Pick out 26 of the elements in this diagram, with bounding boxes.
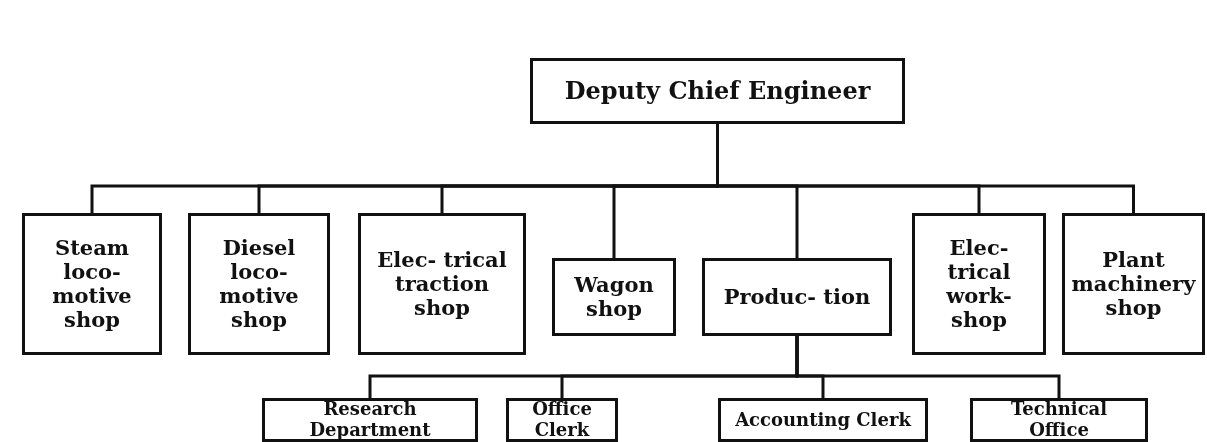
box-label: Diesel loco- motive shop — [218, 235, 300, 333]
org-box — [188, 213, 330, 355]
org-box — [358, 213, 526, 355]
box-label: Steam loco- motive shop — [51, 235, 133, 333]
box-label: Plant machinery shop — [1071, 247, 1196, 321]
box-label: Elec- trical traction shop — [376, 247, 508, 321]
box-label: Research Department — [308, 399, 432, 441]
box-label: Wagon shop — [573, 272, 655, 322]
box-label: Produc- tion — [723, 284, 871, 310]
org-box — [718, 398, 928, 442]
box-label: Elec- trical work- shop — [945, 235, 1013, 333]
box-label: Accounting Clerk — [735, 409, 911, 431]
connector-line — [795, 336, 1061, 398]
org-box — [970, 398, 1148, 442]
org-box — [22, 213, 162, 355]
org-box — [912, 213, 1046, 355]
connector-line — [716, 124, 1135, 213]
org-box — [262, 398, 478, 442]
box-label: Technical Office — [1009, 399, 1109, 441]
org-box — [506, 398, 618, 442]
org-box — [1062, 213, 1205, 355]
org-box — [552, 258, 676, 336]
org-box — [530, 58, 905, 124]
org-box — [702, 258, 892, 336]
box-label: Deputy Chief Engineer — [564, 77, 871, 105]
box-label: Office Clerk — [531, 399, 593, 441]
